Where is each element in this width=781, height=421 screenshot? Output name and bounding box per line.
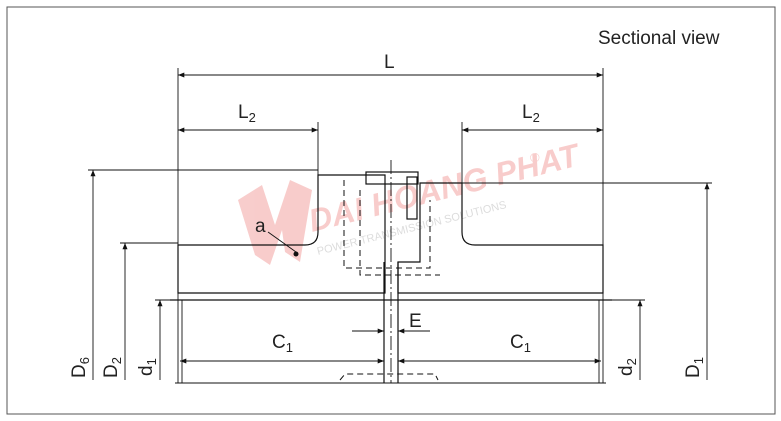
label-D6: D6 bbox=[69, 357, 92, 378]
label-d1: d1 bbox=[136, 358, 159, 376]
label-a: a bbox=[255, 216, 266, 237]
label-C1-left: C1 bbox=[272, 332, 293, 355]
label-C1-right: C1 bbox=[510, 332, 531, 355]
watermark-mark: ® bbox=[530, 150, 540, 165]
label-L2-left: L2 bbox=[238, 102, 256, 125]
clamp-screw bbox=[406, 176, 418, 220]
label-D2: D2 bbox=[101, 357, 124, 378]
frame bbox=[6, 6, 776, 415]
label-L: L bbox=[384, 52, 395, 73]
clamp-ring bbox=[365, 171, 419, 185]
label-L2-right: L2 bbox=[522, 102, 540, 125]
view-title: Sectional view bbox=[598, 28, 720, 49]
label-E: E bbox=[409, 311, 422, 332]
label-D1: D1 bbox=[683, 357, 706, 378]
label-d2: d2 bbox=[616, 358, 639, 376]
left-hub bbox=[177, 174, 386, 294]
watermark-logo: DAI HOANG PHAT POWER TRANSMISSION SOLUTI… bbox=[238, 136, 585, 265]
